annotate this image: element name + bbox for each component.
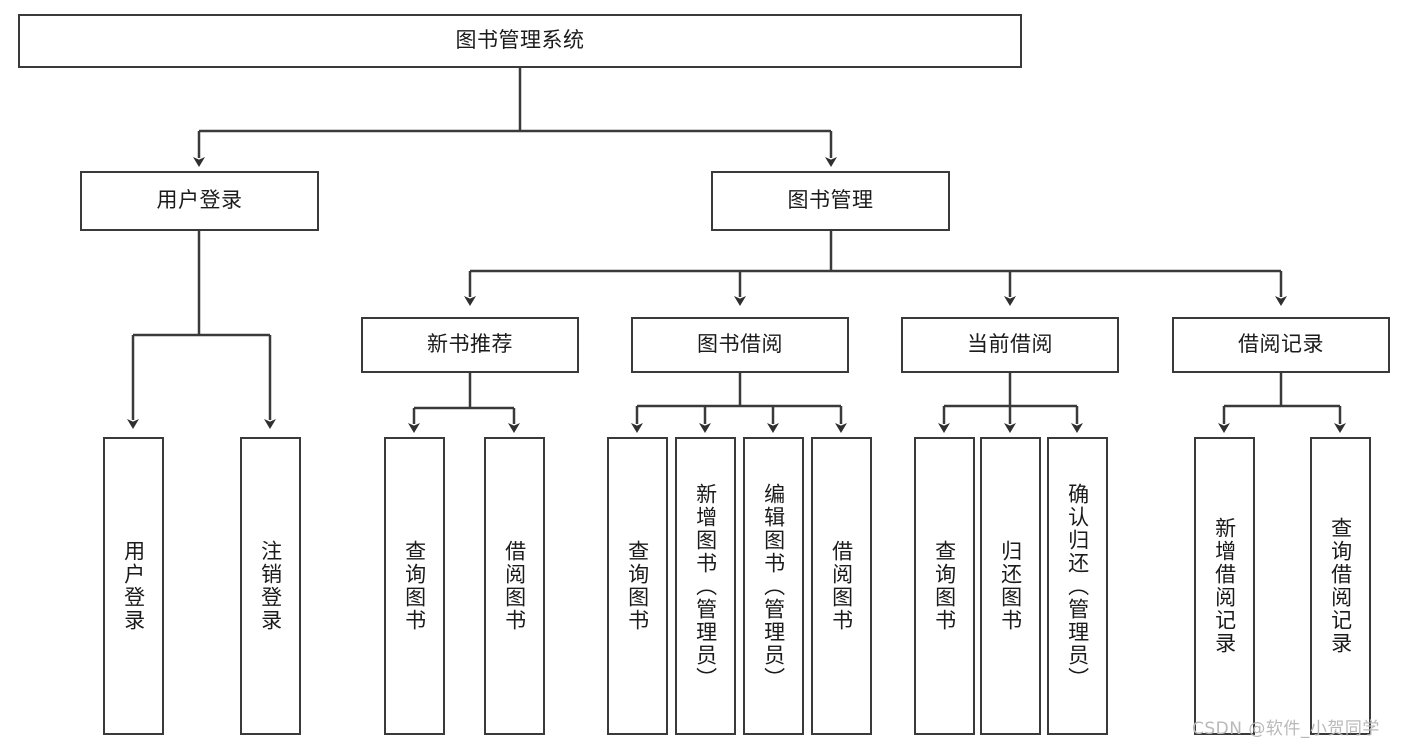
leaf-record-add-record[interactable]: 新增借阅记录 [1194, 437, 1255, 735]
leaf-user-login[interactable]: 用户登录 [103, 437, 164, 735]
node-label: 新增借阅记录 [1212, 517, 1237, 655]
node-label: 借阅记录 [1238, 332, 1324, 357]
node-label: 确认归还（管理员） [1065, 482, 1090, 690]
node-label: 编辑图书（管理员） [761, 482, 786, 690]
leaf-borrow-add-book-admin[interactable]: 新增图书（管理员） [675, 437, 736, 735]
node-user-login[interactable]: 用户登录 [80, 171, 319, 231]
leaf-recommend-borrow-book[interactable]: 借阅图书 [484, 437, 545, 735]
node-label: 图书管理 [787, 188, 874, 213]
leaf-borrow-borrow-book[interactable]: 借阅图书 [811, 437, 872, 735]
leaf-borrow-edit-book-admin[interactable]: 编辑图书（管理员） [743, 437, 804, 735]
leaf-current-query-book[interactable]: 查询图书 [914, 437, 975, 735]
node-label: 查询图书 [932, 540, 957, 632]
node-book-borrow[interactable]: 图书借阅 [631, 317, 849, 373]
node-current-borrow[interactable]: 当前借阅 [901, 317, 1119, 373]
node-label: 查询图书 [402, 540, 427, 632]
node-borrow-record[interactable]: 借阅记录 [1172, 317, 1390, 373]
leaf-borrow-query-book[interactable]: 查询图书 [607, 437, 668, 735]
node-label: 图书借阅 [697, 332, 783, 357]
node-label: 当前借阅 [967, 332, 1053, 357]
leaf-record-query-record[interactable]: 查询借阅记录 [1310, 437, 1371, 735]
leaf-recommend-query-book[interactable]: 查询图书 [384, 437, 445, 735]
node-label: 注销登录 [258, 540, 283, 632]
node-label: 借阅图书 [502, 540, 527, 632]
node-label: 图书管理系统 [455, 28, 585, 53]
node-label: 用户登录 [121, 540, 146, 632]
leaf-current-return-book[interactable]: 归还图书 [980, 437, 1041, 735]
node-label: 归还图书 [998, 540, 1023, 632]
node-new-book-recommend[interactable]: 新书推荐 [361, 317, 579, 373]
node-label: 新增图书（管理员） [693, 482, 718, 690]
node-label: 新书推荐 [427, 332, 513, 357]
node-label: 借阅图书 [829, 540, 854, 632]
csdn-watermark: CSDN @软件_小贺同学 [1192, 719, 1380, 739]
node-label: 用户登录 [156, 188, 243, 213]
node-label: 查询借阅记录 [1328, 517, 1353, 655]
node-root-system[interactable]: 图书管理系统 [18, 14, 1022, 68]
node-book-management[interactable]: 图书管理 [711, 171, 950, 231]
leaf-user-logout[interactable]: 注销登录 [240, 437, 301, 735]
leaf-current-confirm-return-admin[interactable]: 确认归还（管理员） [1047, 437, 1108, 735]
node-label: 查询图书 [625, 540, 650, 632]
